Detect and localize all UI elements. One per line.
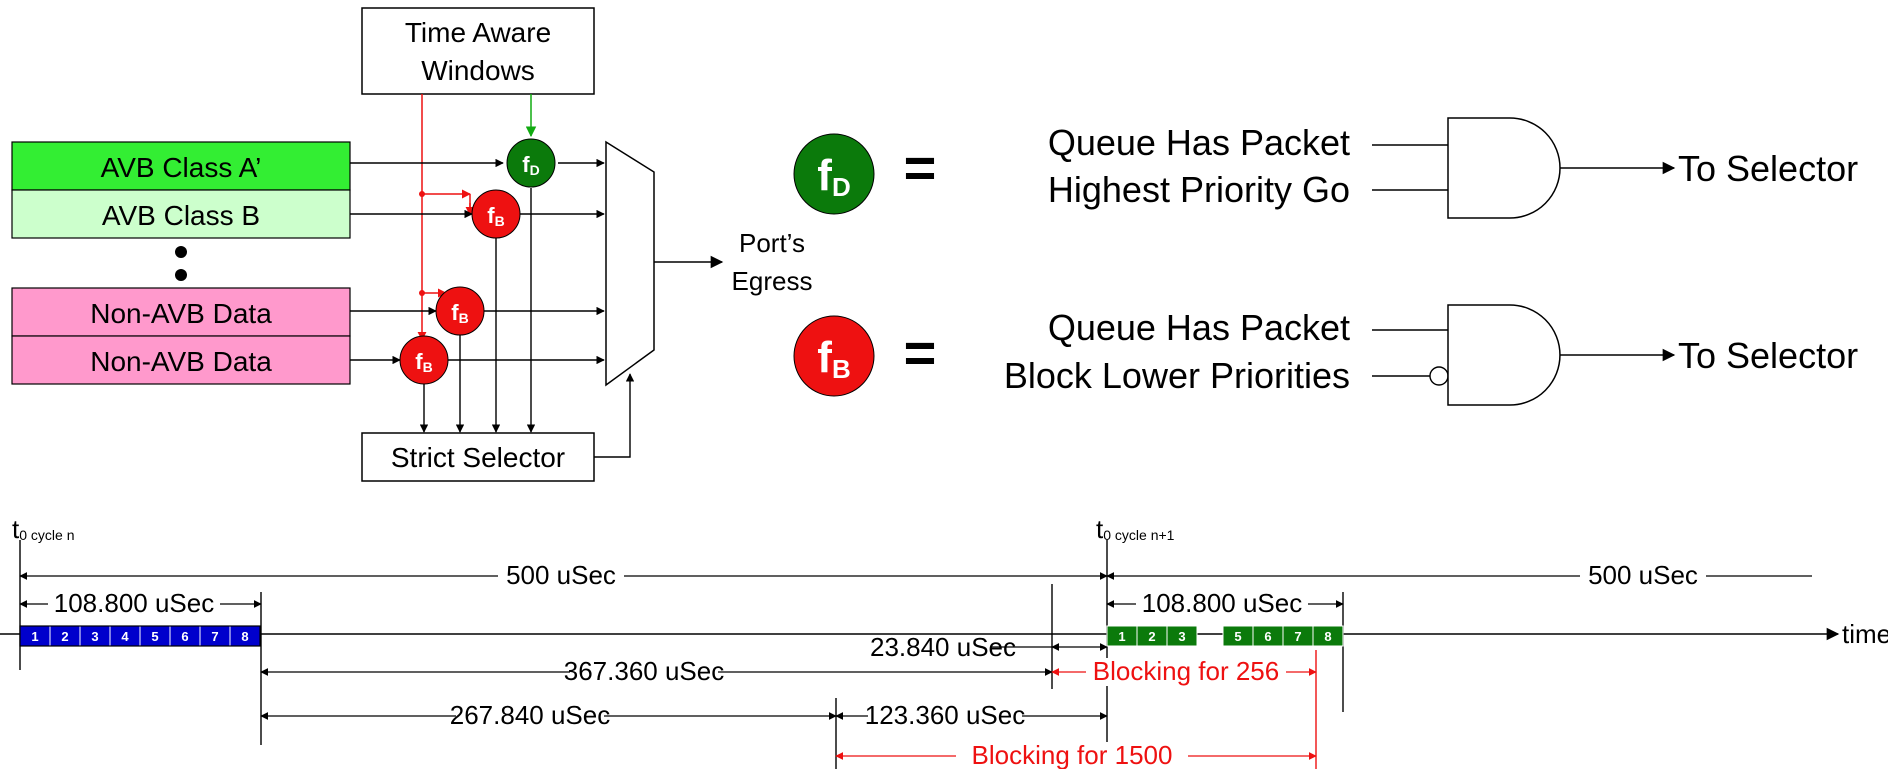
gap-123-label: 123.360 uSec [865, 700, 1025, 730]
time-aware-windows-line1: Time Aware [405, 17, 551, 48]
legend-fd: fD = Queue Has Packet Highest Priority G… [793, 117, 1858, 219]
and-gate-b [1447, 304, 1561, 406]
vertical-ellipsis [175, 246, 187, 281]
green-frame-b-slot-label-5: 5 [1234, 629, 1241, 644]
svg-text:fD: fD [522, 152, 539, 178]
blocking-1500-label: Blocking for 1500 [972, 740, 1173, 769]
blue-frame-slot-label-1: 1 [31, 629, 38, 644]
blue-frame-slot-label-2: 2 [61, 629, 68, 644]
green-frame-slots: 1 2 3 5 6 7 8 [1106, 625, 1344, 647]
blue-frame-slot-label-4: 4 [121, 629, 129, 644]
queue-non-avb-2: Non-AVB Data [11, 335, 351, 385]
inverter-bubble [1429, 366, 1449, 386]
queue-non-avb-1: Non-AVB Data [11, 287, 351, 337]
cycle-500-right: 500 uSec [1588, 560, 1698, 590]
gap-23-label: 23.840 uSec [870, 632, 1016, 662]
gap-367-label: 367.360 uSec [564, 656, 724, 686]
green-frame-a-slot-label-1: 1 [1118, 629, 1125, 644]
svg-text:fD: fD [817, 151, 850, 202]
legend-fb-line2: Block Lower Priorities [1004, 355, 1350, 396]
cycle-500-left: 500 uSec [506, 560, 616, 590]
t0-cycle-n-label: t0 cycle n [12, 514, 74, 544]
svg-text:fB: fB [415, 349, 432, 375]
queue-non-avb-1-label: Non-AVB Data [90, 298, 272, 329]
t0-cycle-n1-label: t0 cycle n+1 [1096, 514, 1175, 544]
green-frame-b-slot-label-6: 6 [1264, 629, 1271, 644]
green-frame-b-slot-label-7: 7 [1294, 629, 1301, 644]
and-gate-d [1447, 117, 1561, 219]
green-frame-b-slot-label-8: 8 [1324, 629, 1331, 644]
gap-267-label: 267.840 uSec [450, 700, 610, 730]
queue-avb-class-a: AVB Class A’ [11, 141, 351, 191]
time-aware-windows: Time Aware Windows [361, 7, 595, 95]
legend-fb-line1: Queue Has Packet [1048, 307, 1350, 348]
legend-fd-output: To Selector [1678, 148, 1858, 189]
queue-non-avb-2-label: Non-AVB Data [90, 346, 272, 377]
svg-text:fB: fB [817, 333, 850, 384]
blue-frame-slot-label-8: 8 [241, 629, 248, 644]
queue-avb-class-a-label: AVB Class A’ [101, 152, 262, 183]
green-frame-a-slot-label-3: 3 [1178, 629, 1185, 644]
red-junction-dots [419, 191, 425, 296]
blue-frame-slot-label-5: 5 [151, 629, 158, 644]
egress-label-line1: Port’s [739, 228, 805, 258]
blocking-256-label: Blocking for 256 [1093, 656, 1279, 686]
queue-avb-class-b-label: AVB Class B [102, 200, 260, 231]
burst-left: 108.800 uSec [54, 588, 214, 618]
strict-selector: Strict Selector [361, 432, 595, 482]
svg-text:fB: fB [451, 300, 468, 326]
burst-right: 108.800 uSec [1142, 588, 1302, 618]
timeline: t0 cycle n t0 cycle n+1 time 500 uSec 50… [0, 514, 1888, 769]
legend-fd-line2: Highest Priority Go [1048, 169, 1350, 210]
blue-frame-slots: 1 2 3 4 5 6 7 8 [19, 625, 261, 647]
timeline-ticks [19, 540, 1344, 769]
time-aware-windows-line2: Windows [421, 55, 535, 86]
selector-to-mux-line [594, 373, 635, 458]
legend-fd-line1: Queue Has Packet [1048, 122, 1350, 163]
svg-text:fB: fB [487, 203, 504, 229]
gate-fb-non-avb-1: fB [435, 286, 485, 336]
green-frame-a-slot-label-2: 2 [1148, 629, 1155, 644]
egress-multiplexer [605, 140, 655, 387]
strict-selector-label: Strict Selector [391, 442, 565, 473]
legend-fb-output: To Selector [1678, 335, 1858, 376]
queue-arrows [350, 158, 605, 365]
legend-fb: fB = Queue Has Packet Block Lower Priori… [793, 304, 1858, 406]
time-window-control-lines [417, 94, 475, 341]
blue-frame-slot-label-3: 3 [91, 629, 98, 644]
gate-fb-avb-b: fB [471, 189, 521, 239]
legend-fd-equals: = [904, 136, 937, 199]
queue-avb-class-b: AVB Class B [11, 189, 351, 239]
gate-fb-non-avb-2: fB [399, 335, 449, 385]
blue-frame-slot-label-7: 7 [211, 629, 218, 644]
egress-label-line2: Egress [732, 266, 813, 296]
blue-frame-outline [19, 625, 261, 647]
blue-frame-slot-label-6: 6 [181, 629, 188, 644]
gate-to-selector-lines [419, 188, 536, 433]
gate-fd-avb-a: fD [506, 138, 556, 188]
time-axis-label: time [1842, 619, 1888, 649]
green-frame-a-slot-3 [1166, 625, 1198, 647]
green-frame-b-slot-8 [1312, 625, 1344, 647]
legend-fb-equals: = [904, 321, 937, 384]
